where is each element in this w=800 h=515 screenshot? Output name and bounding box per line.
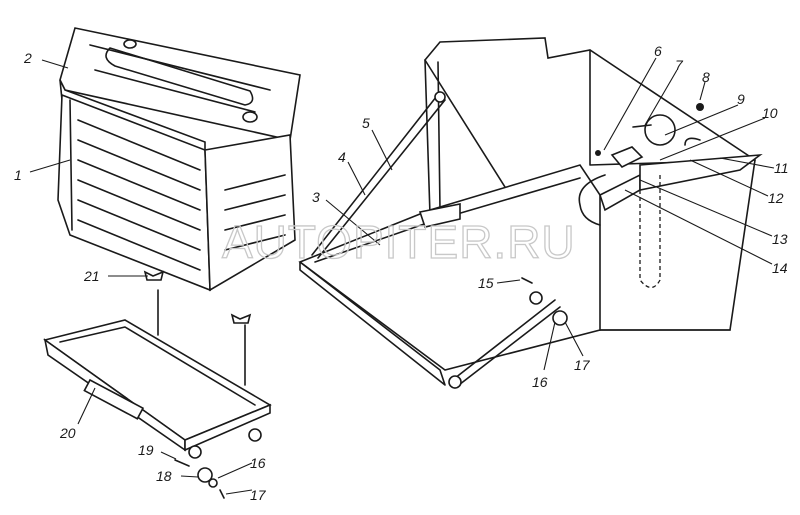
callout-16-tray: 16 bbox=[250, 455, 266, 471]
callout-21: 21 bbox=[83, 268, 100, 284]
callout-4: 4 bbox=[338, 149, 346, 165]
callout-numbers: 1 2 3 4 5 6 7 8 9 10 11 12 13 14 15 16 1… bbox=[14, 43, 789, 503]
callout-17: 17 bbox=[574, 357, 591, 373]
callout-9: 9 bbox=[737, 91, 745, 107]
callout-2: 2 bbox=[23, 50, 32, 66]
callout-11: 11 bbox=[774, 160, 789, 176]
callout-18: 18 bbox=[156, 468, 172, 484]
callout-13: 13 bbox=[772, 231, 788, 247]
battery bbox=[57, 27, 301, 292]
battery-box bbox=[298, 37, 763, 389]
callout-1: 1 bbox=[14, 167, 22, 183]
callout-14: 14 bbox=[772, 260, 788, 276]
callout-15: 15 bbox=[478, 275, 494, 291]
callout-7: 7 bbox=[675, 57, 684, 73]
callout-6: 6 bbox=[654, 43, 662, 59]
callout-16: 16 bbox=[532, 374, 548, 390]
leader-lines bbox=[29, 57, 775, 495]
callout-10: 10 bbox=[762, 105, 778, 121]
watermark: AUTOPITER.RU bbox=[222, 216, 576, 268]
callout-5: 5 bbox=[362, 115, 370, 131]
battery-tray bbox=[43, 270, 272, 499]
callout-12: 12 bbox=[768, 190, 784, 206]
callout-20: 20 bbox=[59, 425, 76, 441]
callout-19: 19 bbox=[138, 442, 154, 458]
callout-8: 8 bbox=[702, 69, 710, 85]
callout-17-tray: 17 bbox=[250, 487, 267, 503]
callout-3: 3 bbox=[312, 189, 320, 205]
